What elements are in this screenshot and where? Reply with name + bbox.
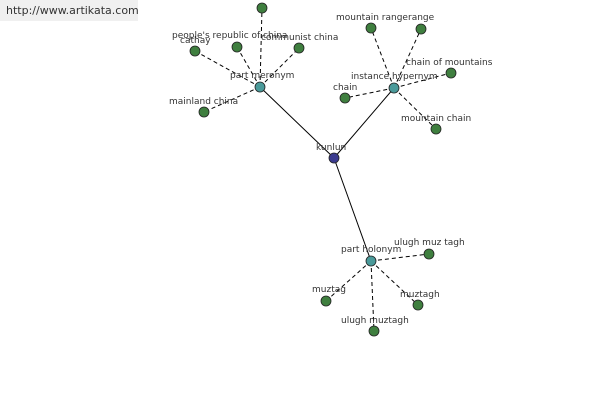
edge-part-holonym-leaf — [325, 260, 372, 302]
leaf-label-ulugh-muz-tagh: ulugh muz tagh — [394, 238, 465, 248]
leaf-label-muztag: muztag — [312, 285, 346, 295]
leaf-node-chain[interactable] — [339, 92, 351, 104]
relation-node-part-holonym[interactable] — [365, 255, 377, 267]
leaf-node-ulugh-muz-tagh[interactable] — [423, 248, 435, 260]
center-node-label: kunlun — [316, 143, 346, 153]
leaf-node-china[interactable] — [256, 2, 268, 14]
edge-center-instance-hypernym — [333, 87, 395, 159]
leaf-label-chain: chain — [333, 83, 357, 93]
leaf-node-muztagh[interactable] — [412, 299, 424, 311]
graph-nodes: kunlun part meronym people's republic of… — [169, 2, 493, 337]
leaf-node-mountain-chain[interactable] — [430, 123, 442, 135]
leaf-label-ulugh-muztagh: ulugh muztagh — [341, 316, 409, 326]
edge-instance-hypernym-leaf — [344, 87, 395, 99]
leaf-node-chain-of-mountains[interactable] — [445, 67, 457, 79]
leaf-node-cathay[interactable] — [189, 45, 201, 57]
edge-part-holonym-leaf — [370, 260, 375, 332]
leaf-node-range[interactable] — [415, 23, 427, 35]
leaf-label-mountain-range: mountain range — [336, 13, 408, 23]
edge-part-meronym-leaf — [236, 46, 261, 88]
edge-part-meronym-leaf — [194, 50, 261, 88]
leaf-node-mainland-china[interactable] — [198, 106, 210, 118]
site-url-banner[interactable]: http://www.artikata.com — [0, 0, 139, 21]
leaf-node-muztag[interactable] — [320, 295, 332, 307]
leaf-label-mainland-china: mainland china — [169, 97, 238, 107]
edge-instance-hypernym-leaf — [370, 27, 395, 89]
edge-center-part-meronym — [259, 86, 335, 159]
relation-label-instance-hypernym: instance hypernym — [351, 72, 438, 82]
relation-node-instance-hypernym[interactable] — [388, 82, 400, 94]
leaf-label-mountain-chain: mountain chain — [401, 114, 471, 124]
leaf-label-chain-of-mountains: chain of mountains — [406, 58, 493, 68]
leaf-node-peoples-republic-of-china[interactable] — [231, 41, 243, 53]
leaf-label-range: range — [408, 13, 435, 23]
edge-part-holonym-leaf — [370, 260, 419, 306]
relation-label-part-meronym: part meronym — [230, 71, 294, 81]
leaf-label-peoples-republic-of-china: people's republic of china — [172, 31, 287, 41]
edge-instance-hypernym-leaf — [393, 72, 452, 89]
leaf-node-mountain-range[interactable] — [365, 22, 377, 34]
leaf-node-ulugh-muztagh[interactable] — [368, 325, 380, 337]
edge-instance-hypernym-leaf — [393, 28, 422, 89]
edge-part-holonym-leaf — [370, 253, 430, 262]
leaf-label-cathay: cathay — [180, 36, 211, 46]
center-node[interactable] — [328, 152, 340, 164]
edge-center-part-holonym — [333, 157, 372, 262]
edge-part-meronym-leaf — [203, 86, 261, 113]
relation-node-part-meronym[interactable] — [254, 81, 266, 93]
relation-label-part-holonym: part holonym — [341, 245, 401, 255]
leaf-node-communist-china[interactable] — [293, 42, 305, 54]
edge-instance-hypernym-leaf — [393, 87, 437, 130]
leaf-label-communist-china: communist china — [261, 33, 338, 43]
edge-part-meronym-leaf — [259, 7, 263, 88]
leaf-label-muztagh: muztagh — [400, 290, 440, 300]
edge-part-meronym-leaf — [259, 47, 300, 88]
graph-edges — [194, 7, 452, 332]
